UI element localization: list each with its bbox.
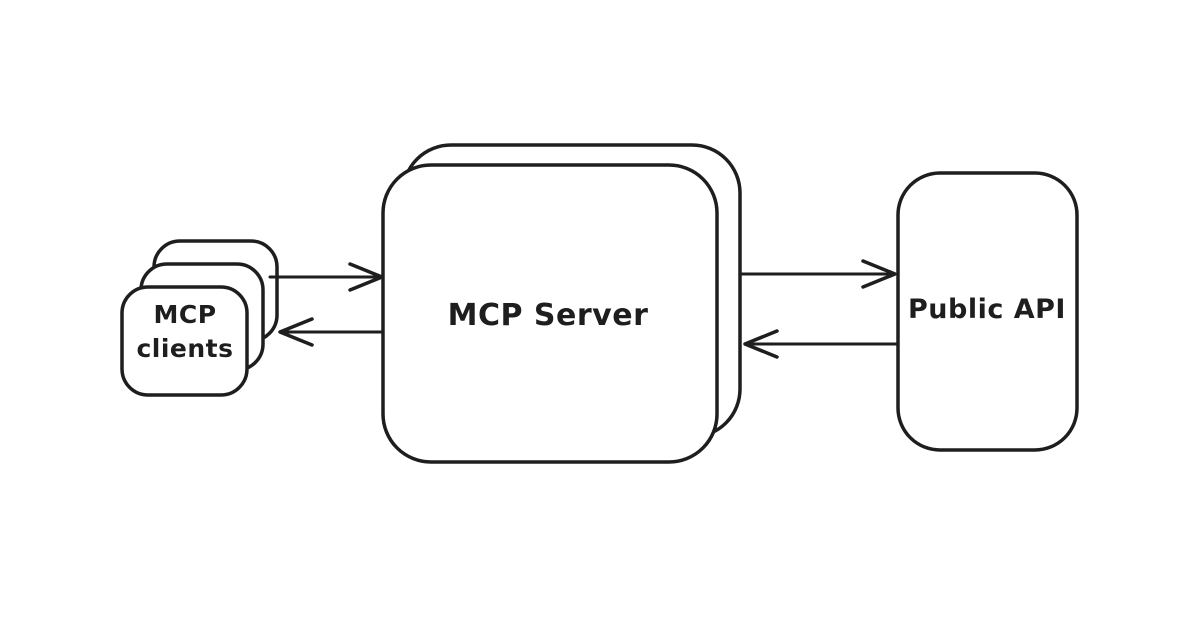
- edge-clients-to-server-arrowhead-icon: [348, 262, 384, 292]
- edge-server-to-api-arrowhead-icon: [861, 259, 897, 289]
- mcp-server-label: MCP Server: [448, 298, 649, 333]
- edge-server-to-clients-arrowhead-icon: [278, 317, 314, 347]
- node-public-api: Public API: [896, 171, 1079, 452]
- edge-server-to-api: [740, 259, 897, 289]
- node-mcp-clients: MCP clients: [120, 239, 279, 397]
- edge-api-to-server-arrowhead-icon: [743, 329, 779, 359]
- public-api-label: Public API: [908, 294, 1066, 325]
- mcp-server-front-box: [381, 163, 719, 464]
- edge-server-to-clients: [278, 317, 385, 347]
- edge-api-to-server: [743, 329, 899, 359]
- node-mcp-server: MCP Server: [381, 143, 742, 464]
- mcp-clients-label-line1: MCP: [153, 300, 216, 329]
- mcp-clients-label-line2: clients: [136, 334, 233, 363]
- mcp-clients-front-box: [120, 285, 249, 397]
- public-api-box: [896, 171, 1079, 452]
- edge-clients-to-server: [268, 262, 384, 292]
